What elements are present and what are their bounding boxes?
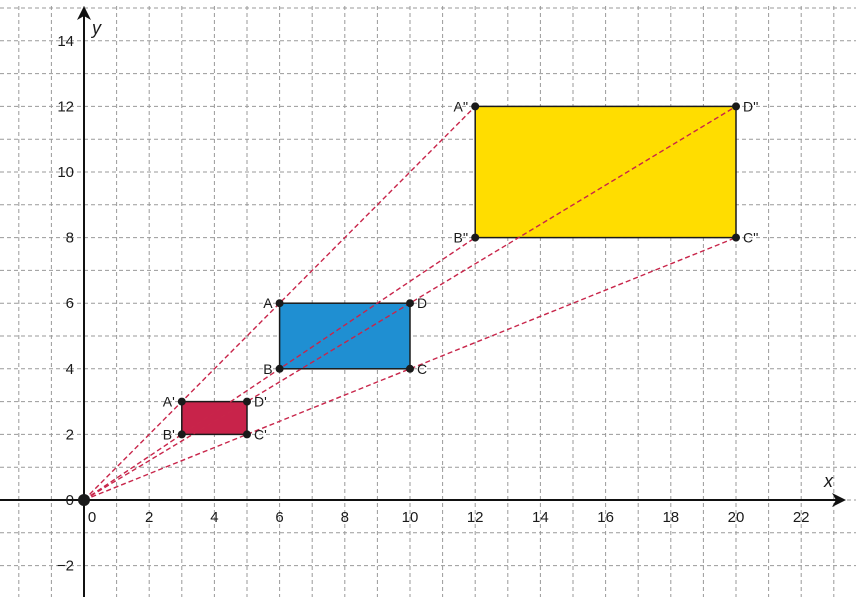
origin-point [78,494,90,506]
vertex-point-A [275,299,284,308]
x-tick-label: 4 [210,509,218,526]
vertex-point-B [275,364,284,373]
medium-rectangle [278,302,411,370]
y-tick-label: 10 [57,164,74,181]
vertex-point-C [406,364,414,373]
y-tick-label: −2 [57,558,74,575]
vertex-label-D1: D' [254,394,267,410]
vertex-point-D2 [732,102,740,111]
vertex-point-A2 [471,102,480,111]
vertex-point-B2 [471,233,480,242]
vertex-points: A' B' C' D' A B C D A'' B'' C'' D'' [78,98,758,506]
vertex-label-B2: B'' [454,230,469,246]
vertex-label-B: B [263,361,272,377]
x-tick-label: 8 [341,509,349,526]
x-tick-label: 22 [793,509,810,526]
x-tick-label: 12 [467,509,484,526]
small-rectangle [181,400,248,436]
vertex-point-D1 [243,397,251,406]
vertex-label-A1: A' [163,394,175,410]
x-tick-label: 16 [597,509,614,526]
y-tick-label: 6 [66,295,74,312]
large-rectangle [474,105,737,239]
y-tick-label: 14 [57,33,74,50]
vertex-label-C1: C' [254,426,267,442]
vertex-point-C2 [732,233,740,242]
vertex-label-D: D [417,295,427,311]
vertex-label-C: C [417,361,427,377]
y-tick-label: 0 [66,492,74,509]
x-axis-arrowhead [832,493,846,507]
x-tick-label: 14 [532,509,549,526]
vertex-label-D2: D'' [743,98,758,114]
vertex-label-B1: B' [163,426,175,442]
vertex-point-A1 [177,397,186,406]
y-tick-label: 4 [66,361,74,378]
vertex-label-A: A [263,295,273,311]
vertex-point-C1 [243,430,251,439]
y-tick-label: 2 [66,426,74,443]
y-tick-label: 8 [66,230,74,247]
ray-line [83,105,476,501]
vertex-label-A2: A'' [454,98,469,114]
tick-labels: 0 2 4 6 8 10 12 14 16 18 20 22 −2 0 2 4 6 8 10 12 14 [57,33,810,575]
x-tick-label: 2 [145,509,153,526]
vertex-label-C2: C'' [743,230,758,246]
y-axis-label: y [90,18,102,38]
x-axis-label: x [823,471,834,491]
x-tick-label: 18 [662,509,679,526]
vertex-point-B1 [177,430,186,439]
rectangles [181,105,737,436]
ray-line [83,236,737,501]
y-tick-label: 12 [57,98,74,115]
x-tick-label: 20 [728,509,745,526]
vertex-point-D [406,299,414,308]
y-axis-arrowhead [77,6,91,20]
x-tick-label: 0 [88,509,96,526]
x-tick-label: 6 [275,509,283,526]
x-tick-label: 10 [402,509,419,526]
